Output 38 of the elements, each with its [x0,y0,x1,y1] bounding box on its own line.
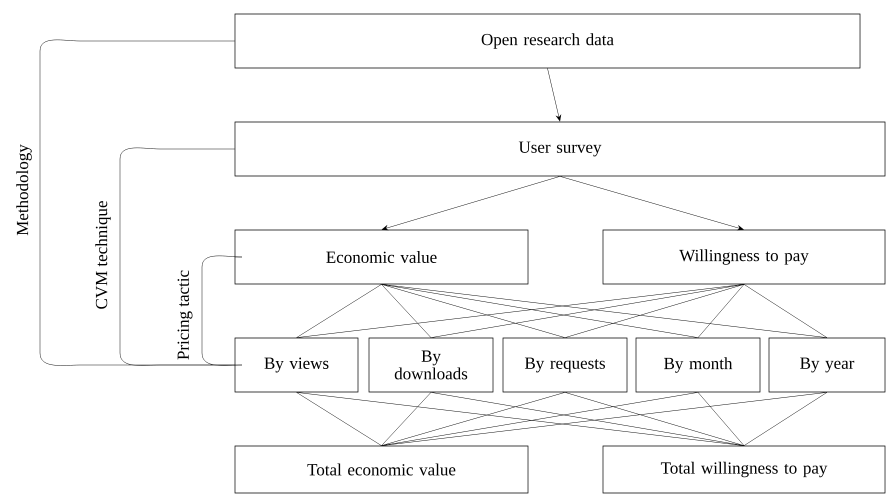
connector-line [744,284,828,338]
connector-line [564,392,744,446]
connector-line [381,284,566,338]
connector-line [744,392,828,446]
process-box: Total economic value [234,446,528,494]
connector-line [381,284,432,338]
connector-line [381,392,566,446]
connector-line [296,284,744,338]
connector-line [564,284,744,338]
connector-line [698,392,744,446]
arrow [547,68,562,122]
connector-line [698,284,744,338]
process-box: Economic value [234,230,528,284]
process-box: By views [234,338,358,392]
process-box: By month [636,338,760,392]
connector-line [430,392,744,446]
connector-line [296,392,382,446]
connector-line [381,392,828,446]
connector-line [381,284,828,338]
process-box: By downloads [368,338,494,392]
connector-line [430,284,744,338]
arrow [560,176,744,230]
arrow [382,176,560,230]
process-box: By requests [502,338,628,392]
connector-line [296,284,382,338]
edge-label: Pricing tactic [178,270,192,360]
connector-line [381,392,432,446]
process-box: Open research data [234,14,860,68]
edge-label: CVM technique [95,201,111,309]
bracket-line [40,40,235,366]
bracket-line [202,256,242,366]
process-box: User survey [234,122,886,176]
connector-line [296,392,744,446]
edge-label: Methodology [16,144,32,236]
process-box: Willingness to pay [602,230,886,284]
bracket-line [120,148,235,366]
process-box: Total willingness to pay [602,446,886,494]
process-box: By year [768,338,886,392]
